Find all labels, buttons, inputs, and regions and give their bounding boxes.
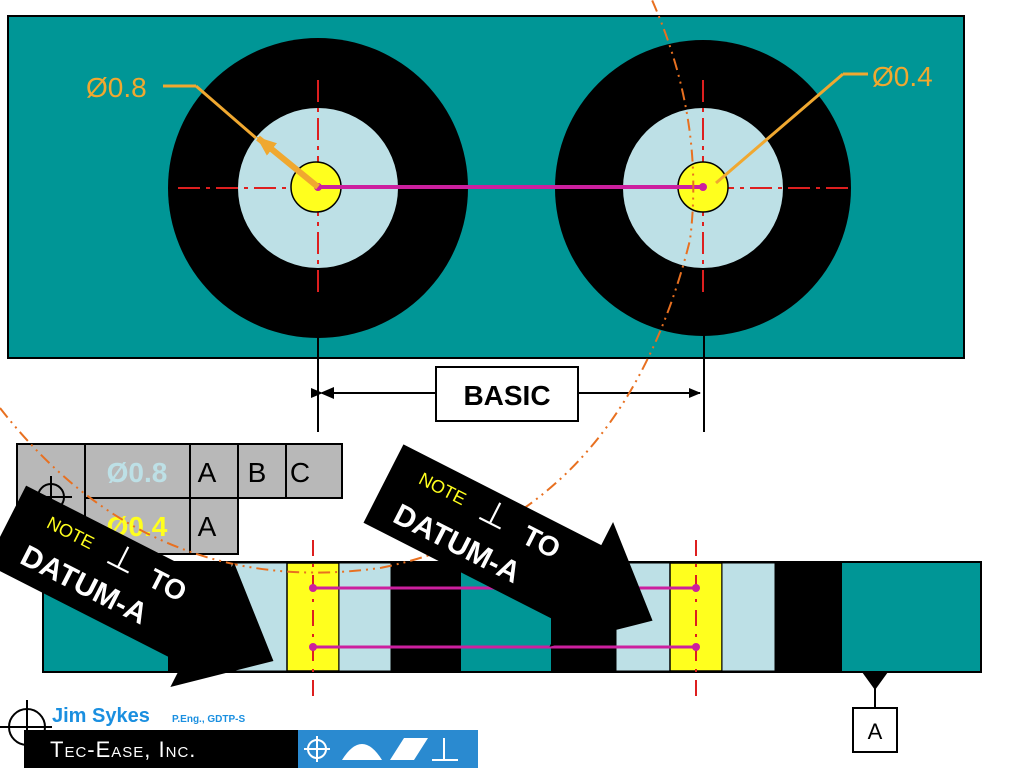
footer-company: Tec-Ease, Inc. [50,737,196,762]
right-center-dot [699,183,707,191]
callout-left-text: Ø0.8 [86,72,147,103]
basic-text: BASIC [463,380,550,411]
fcf-row1-datum-tertiary: C [290,457,310,488]
callout-left: Ø0.8 [86,72,320,190]
callout-right-text: Ø0.4 [872,61,933,92]
fcf-row2-datum-primary: A [198,511,217,542]
centerlines-side [312,540,697,700]
position-arc [0,0,695,574]
top-view: Ø0.8 Ø0.4 [7,15,965,359]
footer-logo: Jim Sykes P.Eng., GDTP-S Tec-Ease, Inc. [0,700,478,768]
callout-right: Ø0.4 [715,61,933,185]
datum-label: A [868,719,883,744]
footer-credentials: P.Eng., GDTP-S [172,714,245,725]
footer-author: Jim Sykes [52,705,150,727]
datum-feature-symbol: A [852,672,898,753]
fcf-row1-datum-secondary: B [248,457,267,488]
fcf-row1-tolerance: Ø0.8 [107,457,168,488]
basic-dimension: BASIC [311,335,705,432]
fcf-row1-datum-primary: A [198,457,217,488]
gdt-symbols-icon [304,736,458,762]
basic-box [435,366,579,422]
